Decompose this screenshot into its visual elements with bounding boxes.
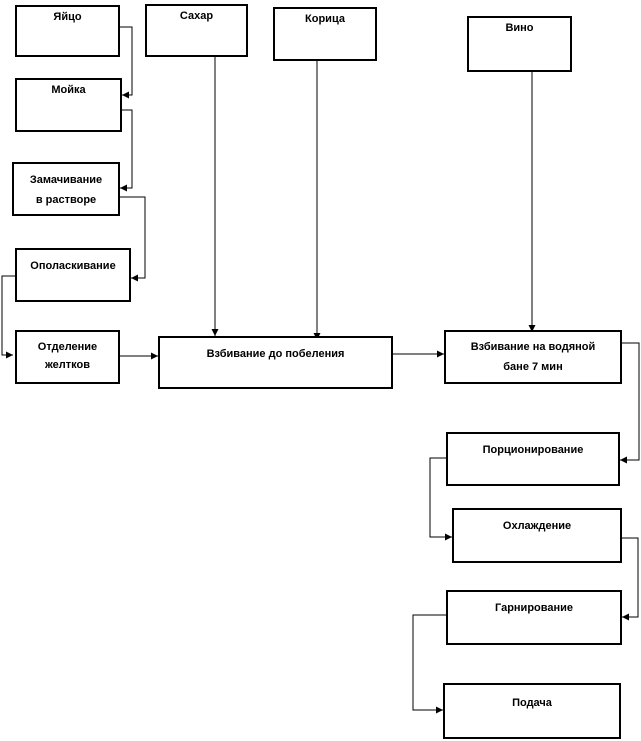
node-rinsing: Ополаскивание xyxy=(15,248,131,302)
node-cooling: Охлаждение xyxy=(452,508,622,563)
node-sugar-label: Сахар xyxy=(179,10,214,22)
node-serving-label: Подача xyxy=(512,697,552,709)
node-garnishing: Гарнирование xyxy=(446,590,622,645)
node-separation-label-1: Отделение xyxy=(37,341,98,353)
node-wine-label: Вино xyxy=(505,22,534,34)
node-rinsing-label: Ополаскивание xyxy=(30,260,116,272)
node-egg: Яйцо xyxy=(15,5,120,57)
node-cinnamon-label: Корица xyxy=(305,13,345,25)
node-separation: Отделение желтков xyxy=(15,330,120,384)
node-soaking-label-1: Замачивание xyxy=(29,174,103,186)
arrow-portioning-to-cooling xyxy=(429,457,452,541)
node-garnishing-label: Гарнирование xyxy=(494,602,574,614)
node-cinnamon: Корица xyxy=(273,7,377,61)
node-washing: Мойка xyxy=(15,78,122,132)
node-egg-label: Яйцо xyxy=(53,11,82,23)
arrow-cooling-to-garnishing xyxy=(622,537,639,621)
arrow-washing-to-soaking xyxy=(120,109,133,192)
node-sugar: Сахар xyxy=(145,4,248,57)
arrow-rinsing-to-separation xyxy=(1,275,15,359)
arrow-soaking-to-rinsing xyxy=(120,196,146,282)
node-water-bath-label-2: бане 7 мин xyxy=(503,361,563,373)
node-whipping: Взбивание до побеления xyxy=(158,336,393,389)
arrow-egg-to-washing xyxy=(120,26,133,99)
node-soaking: Замачивание в растворе xyxy=(12,162,120,216)
node-serving: Подача xyxy=(443,683,621,739)
node-soaking-label-2: в растворе xyxy=(35,194,97,206)
node-portioning-label: Порционирование xyxy=(482,444,584,456)
arrow-garnishing-to-serving xyxy=(412,614,446,714)
node-wine: Вино xyxy=(467,16,572,72)
node-water-bath-label-1: Взбивание на водяной xyxy=(470,341,596,353)
node-separation-label-2: желтков xyxy=(45,359,90,371)
node-water-bath: Взбивание на водяной бане 7 мин xyxy=(444,330,622,384)
node-cooling-label: Охлаждение xyxy=(502,520,572,532)
node-whipping-label: Взбивание до побеления xyxy=(206,348,345,360)
node-washing-label: Мойка xyxy=(51,84,86,96)
arrow-water-bath-to-portioning xyxy=(620,342,640,464)
node-portioning: Порционирование xyxy=(446,432,620,486)
